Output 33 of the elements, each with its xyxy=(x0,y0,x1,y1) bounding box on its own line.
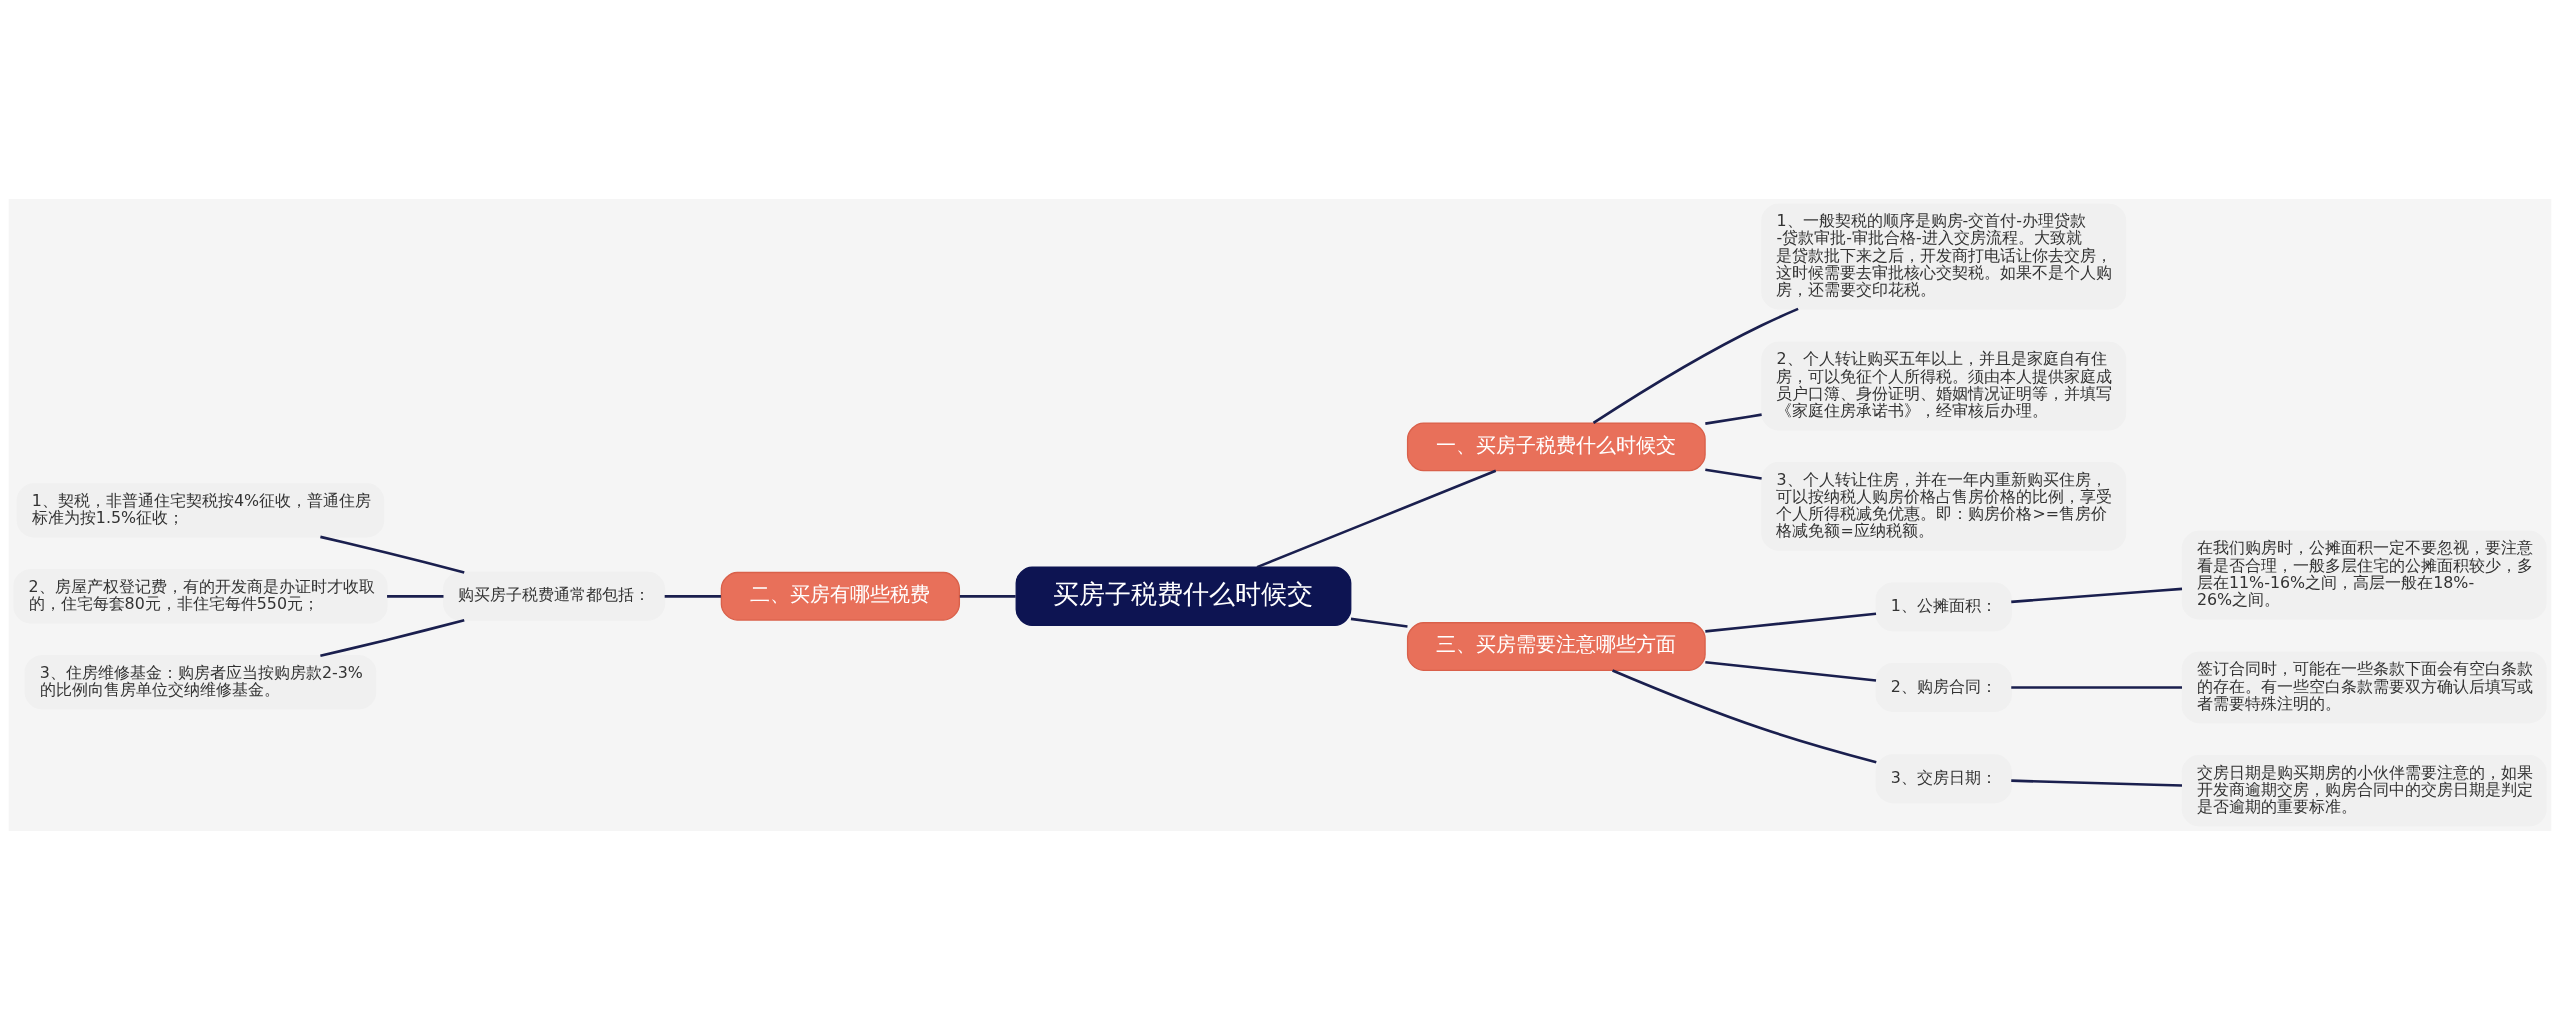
node-box: 一、买房子税费什么时候交 xyxy=(1406,421,1706,471)
node-box: 买房子税费什么时候交 xyxy=(1015,566,1352,626)
node-text: 购买房子税费通常都包括： xyxy=(458,584,651,604)
connector xyxy=(2011,587,2183,603)
connector xyxy=(2011,685,2182,689)
node-text: 3、住房维修基金：购房者应当按购房款2-3%的比例向售房单位交纳维修基金。 xyxy=(39,662,363,699)
node-text: 在我们购房时，公摊面积一定不要忽视，要注意看是否合理，一般多层住宅的公摊面积较少，多层在11%-16%之间，高层一般在18%-26%之间。 xyxy=(2196,537,2533,609)
connector xyxy=(664,594,721,598)
node-text: 签订合同时，可能在一些条款下面会有空白条款的存在。有一些空白条款需要双方确认后填写或者需要特殊注明的。 xyxy=(2196,658,2533,713)
connector xyxy=(1612,668,1877,763)
node-text: 3、个人转让住房，并在一年内重新购买住房，可以按纳税人购房价格占售房价格的比例，享受个人所得税减免优惠。即：购房价格>=售房价格减免额=应纳税额。 xyxy=(1776,469,2113,540)
connector xyxy=(1256,469,1497,568)
connector xyxy=(1705,467,1762,480)
node-text: 1、一般契税的顺序是购房-交首付-办理贷款-贷款审批-审批合格-进入交房流程。大致就是贷款批下来之后，开发商打电话让你去交房，这时候需要去审批核心交契税。如果不是个人购房，还需要交印花税。 xyxy=(1776,210,2113,299)
node-text: 2、购房合同： xyxy=(1890,676,1997,696)
node-text: 3、交房日期： xyxy=(1890,767,1997,787)
connector xyxy=(1592,307,1799,424)
node-text: 1、公摊面积： xyxy=(1890,595,1997,615)
node-text: 交房日期是购买期房的小伙伴需要注意的，如果开发商逾期交房，购房合同中的交房日期是判定是否逾期的重要标准。 xyxy=(2196,762,2533,816)
node-text: 2、房屋产权登记费，有的开发商是办证时才收取的，住宅每套80元，非住宅每件550元； xyxy=(28,576,375,613)
node-text: 1、契税，非普通住宅契税按4%征收，普通住房标准为按1.5%征收； xyxy=(31,490,372,527)
connector xyxy=(1705,611,1877,633)
connector xyxy=(959,594,1016,598)
connector xyxy=(1350,617,1408,628)
connector xyxy=(387,594,444,598)
connector xyxy=(2011,778,2183,787)
node-text: 2、个人转让购买五年以上，并且是家庭自有住房，可以免征个人所得税。须由本人提供家庭成员户口簿、身份证明、婚姻情况证明等，并填写《家庭住房承诺书》，经审核后办理。 xyxy=(1776,348,2113,420)
connector xyxy=(1705,660,1877,682)
connector xyxy=(320,618,465,657)
connector xyxy=(1705,412,1762,425)
node-box: 二、买房有哪些税费 xyxy=(720,571,961,621)
node-box: 三、买房需要注意哪些方面 xyxy=(1406,621,1706,671)
connector xyxy=(320,535,465,574)
